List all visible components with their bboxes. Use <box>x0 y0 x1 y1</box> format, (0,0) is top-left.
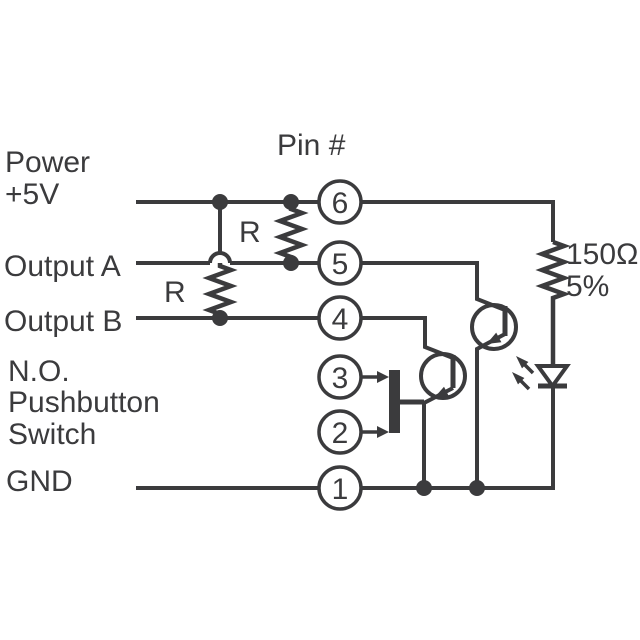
led-indicator <box>512 356 571 391</box>
wires <box>136 200 555 490</box>
junction-dot <box>212 194 228 210</box>
transistor2-body <box>470 303 518 351</box>
pushbutton-actuator-bar <box>389 370 400 433</box>
pin-markers: 6 5 4 3 2 1 <box>317 179 363 511</box>
led-resistor-tolerance-label: 5% <box>566 270 609 303</box>
led-light-arrow2-icon <box>512 372 525 385</box>
transistor2-emitter-arrow-icon <box>486 332 502 344</box>
power-label-line1: Power <box>5 146 90 179</box>
ground-wire <box>136 386 555 490</box>
pin-number-5: 5 <box>332 248 349 281</box>
pullup-a-label: R <box>239 216 261 249</box>
transistor1-npn <box>419 352 467 400</box>
pin-circle-3 <box>317 354 363 400</box>
pin-circle-5 <box>317 240 363 286</box>
junction-dot <box>283 255 299 271</box>
switch-label-line1: N.O. <box>8 355 70 388</box>
led-resistor-value-label: 150Ω <box>566 238 638 271</box>
transistor2-emitter-wire <box>475 332 506 488</box>
transistor1-emitter-arrow-icon <box>434 386 449 398</box>
transistor1-emitter-wire <box>422 386 454 488</box>
junction-dot <box>416 480 432 496</box>
led-series-resistor <box>535 239 571 366</box>
ground-label: GND <box>6 465 73 498</box>
pin-circle-6 <box>317 179 363 225</box>
junction-dot <box>283 194 299 210</box>
power-label-line2: +5V <box>5 178 59 211</box>
pin-number-3: 3 <box>332 362 349 395</box>
transistor1-body <box>419 352 467 400</box>
pullup-b-label: R <box>164 276 186 309</box>
pullup-resistor-b <box>202 263 238 318</box>
pin-number-2: 2 <box>332 417 349 450</box>
resistors <box>202 202 571 366</box>
pin-circle-4 <box>317 295 363 341</box>
output-a-label: Output A <box>4 250 121 283</box>
pin2-contact-arrow-icon <box>377 426 389 438</box>
switch-label-line2: Pushbutton <box>8 386 160 419</box>
pin-circle-2 <box>317 409 363 455</box>
junction-dot <box>212 310 228 326</box>
led-anode-triangle <box>534 364 571 390</box>
power-rail-wire <box>136 200 555 242</box>
pin-number-6: 6 <box>332 187 349 220</box>
pushbutton-switch <box>362 370 424 438</box>
led-light-arrow1-icon <box>516 356 529 369</box>
pin-header-label: Pin # <box>277 129 346 162</box>
pin-number-1: 1 <box>332 473 349 506</box>
transistor2-npn <box>470 303 518 351</box>
output-b-wire <box>136 316 454 360</box>
pin-number-4: 4 <box>332 303 349 336</box>
pin3-contact-arrow-icon <box>377 371 389 383</box>
junction-dots <box>212 194 485 496</box>
switch-label-line3: Switch <box>8 418 96 451</box>
pullup-resistor-a <box>273 202 309 263</box>
junction-dot <box>469 480 485 496</box>
text-labels: Power +5V Output A Output B N.O. Pushbut… <box>4 129 638 498</box>
pin-circle-1 <box>317 465 363 511</box>
output-b-label: Output B <box>4 305 122 338</box>
